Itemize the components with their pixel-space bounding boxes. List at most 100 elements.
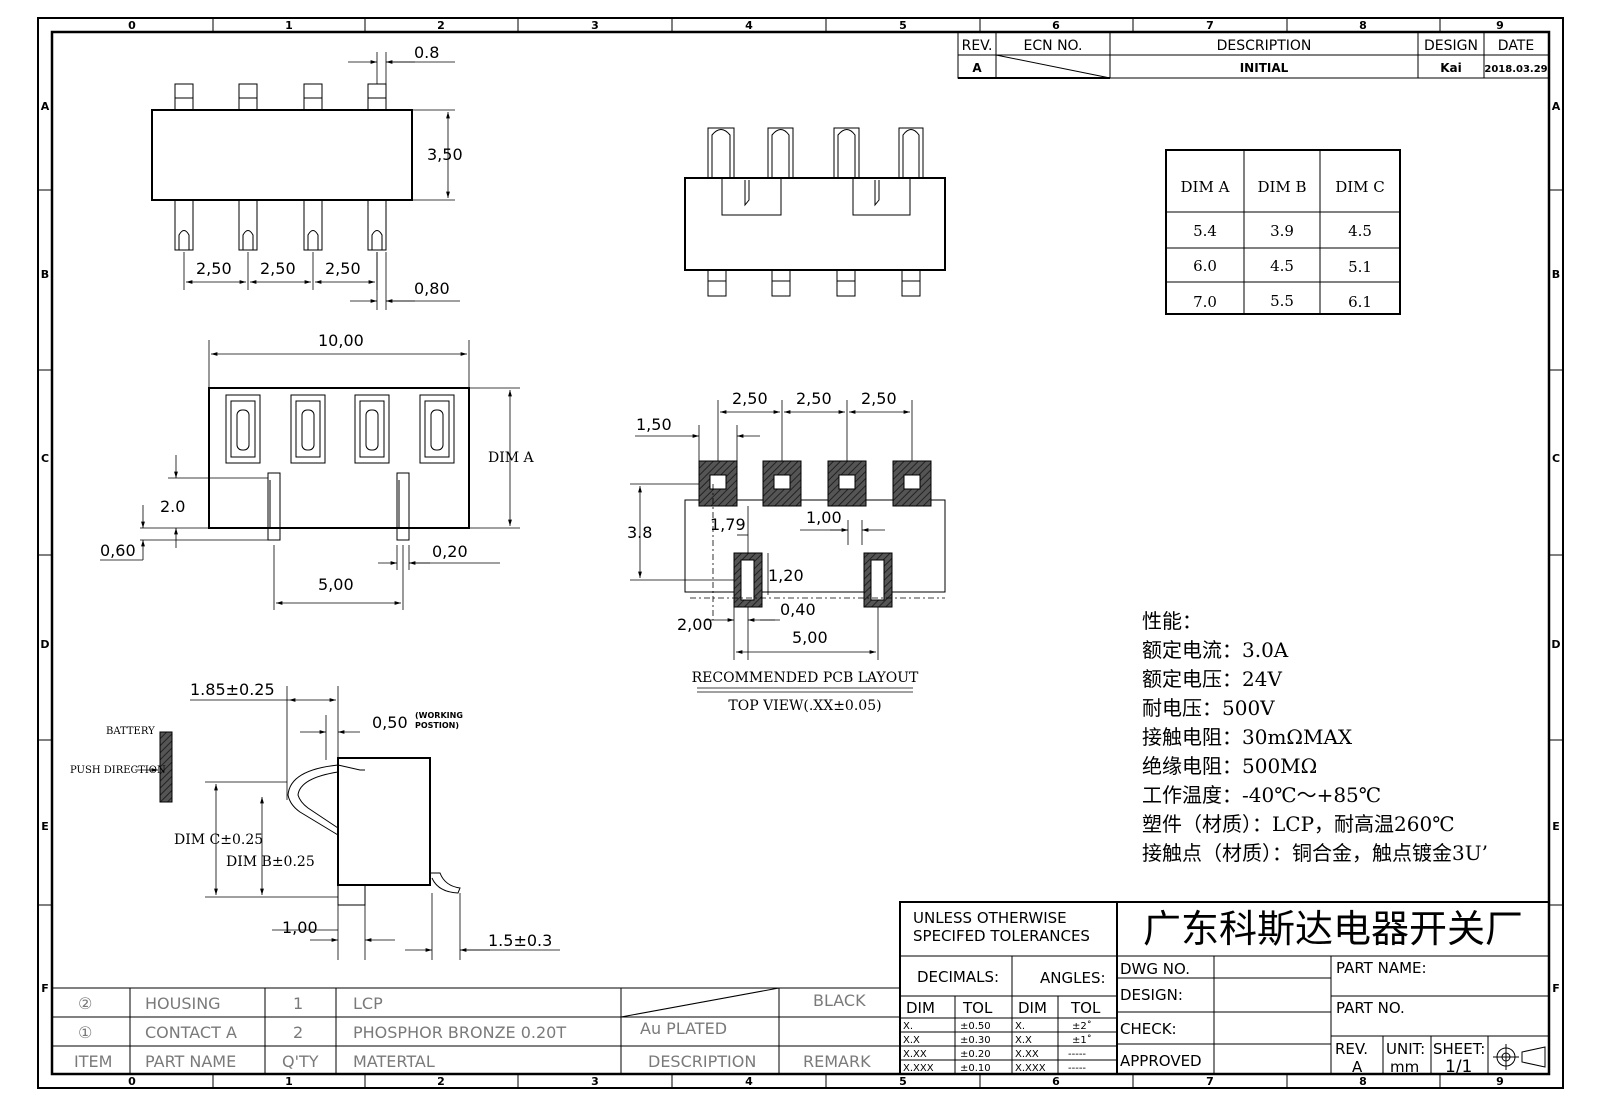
col-label-top-7: 7 <box>1206 19 1214 32</box>
tolerance-note: SPECIFED TOLERANCES <box>913 927 1090 945</box>
spec-line: 额定电压：24V <box>1142 667 1282 691</box>
tol-row-dim: X. <box>903 1021 913 1032</box>
col-label-top-9: 9 <box>1496 19 1504 32</box>
side-d2: 0,50 <box>372 713 408 732</box>
unit-value: mm <box>1390 1058 1419 1076</box>
pcb-pitch: 2,50 <box>732 389 768 408</box>
ecn-header: ECN NO. <box>1024 38 1083 54</box>
ang-dim-header: DIM <box>1018 999 1047 1017</box>
row-label-right-c: C <box>1552 452 1560 465</box>
ang-row-dim: X.XXX <box>1015 1063 1046 1074</box>
approved-label: APPROVED <box>1120 1052 1202 1070</box>
dim-table-cell: 5.1 <box>1348 258 1372 276</box>
description-value: INITIAL <box>1240 61 1289 75</box>
iso-view <box>684 127 946 297</box>
ang-row-val: ±2˚ <box>1072 1020 1092 1032</box>
bom-name: HOUSING <box>145 994 221 1013</box>
row-label-left-b: B <box>41 268 49 281</box>
bom-material: PHOSPHOR BRONZE 0.20T <box>353 1023 566 1042</box>
working-note: (WORKING <box>415 711 463 720</box>
row-label-left-d: D <box>40 638 49 651</box>
part-no-label: PART NO. <box>1336 999 1405 1017</box>
pcb-width: 1,00 <box>806 508 842 527</box>
bom-remark: BLACK <box>813 991 866 1010</box>
sheet-value: 1/1 <box>1445 1057 1472 1077</box>
sheet-border: 0 1 2 3 4 5 6 7 8 9 0 1 2 3 4 5 6 7 8 9 … <box>37 17 1564 1089</box>
bom-item: ② <box>78 994 92 1013</box>
tol-row-dim: X.XXX <box>903 1063 934 1074</box>
dim-height: 3,50 <box>427 145 463 164</box>
row-label-left-a: A <box>41 100 50 113</box>
pcb-caption: RECOMMENDED PCB LAYOUT <box>692 670 919 686</box>
rev-label: REV. <box>1335 1040 1368 1058</box>
spec-line: 塑件（材质）：LCP，耐高温260℃ <box>1142 812 1455 836</box>
row-label-right-d: D <box>1551 638 1560 651</box>
bom-qty: 1 <box>293 994 303 1013</box>
row-label-left-e: E <box>41 820 49 833</box>
sheet-label: SHEET: <box>1433 1040 1485 1058</box>
dim-pitch: 2,50 <box>196 259 232 278</box>
dim-h2: 0,60 <box>100 541 136 560</box>
col-label-bottom-1: 1 <box>285 1075 293 1088</box>
dim-table-cell: 7.0 <box>1193 293 1217 311</box>
pcb-gap: 1,79 <box>710 515 746 534</box>
col-label-bottom-5: 5 <box>899 1075 907 1088</box>
pcb-height: 3.8 <box>627 523 652 542</box>
pcb-view-caption: TOP VIEW(.XX±0.05) <box>728 698 881 714</box>
dim-table-header-b: DIM B <box>1257 178 1306 196</box>
bom-header-name: PART NAME <box>145 1052 236 1071</box>
bom-item: ① <box>78 1023 92 1042</box>
check-label: CHECK: <box>1120 1020 1177 1038</box>
specs-title: 性能： <box>1142 609 1202 633</box>
tol-row-val: ±0.10 <box>960 1063 991 1074</box>
bom-header-description: DESCRIPTION <box>648 1052 756 1071</box>
row-label-right-e: E <box>1552 820 1560 833</box>
col-label-top-3: 3 <box>591 19 599 32</box>
dim-a-label: DIM A <box>488 450 535 466</box>
tol-row-val: ±0.20 <box>960 1049 991 1060</box>
col-label-top-5: 5 <box>899 19 907 32</box>
dim-pin-gap: 0,80 <box>414 279 450 298</box>
spec-line: 额定电流：3.0A <box>1142 638 1289 662</box>
ang-row-val: ±1˚ <box>1072 1034 1092 1046</box>
ang-row-dim: X. <box>1015 1021 1025 1032</box>
battery-label: BATTERY <box>106 726 155 737</box>
dim-h1: 2.0 <box>160 497 185 516</box>
dim-table: DIM A DIM B DIM C 5.4 3.9 4.5 6.0 4.5 5.… <box>1165 149 1401 315</box>
description-header: DESCRIPTION <box>1217 38 1312 54</box>
dim-pitch: 2,50 <box>260 259 296 278</box>
tol-row-dim: X.XX <box>903 1049 927 1060</box>
spec-line: 耐电压：500V <box>1142 696 1275 720</box>
pcb-layout: 2,50 2,50 2,50 1,50 3.8 1,79 1,00 1,20 0… <box>627 389 946 714</box>
row-label-left-f: F <box>41 982 49 995</box>
angles-label: ANGLES: <box>1040 969 1106 987</box>
dim-pin-width: 0.8 <box>414 43 439 62</box>
pcb-pitch: 2,50 <box>861 389 897 408</box>
working-note: POSTION) <box>415 721 459 730</box>
bom-header-material: MATERTAL <box>353 1052 435 1071</box>
tol-row-val: ±0.30 <box>960 1035 991 1046</box>
col-label-top-4: 4 <box>745 19 753 32</box>
dim-b-label: DIM B±0.25 <box>226 854 315 870</box>
ang-row-dim: X.XX <box>1015 1049 1039 1060</box>
dim-table-cell: 5.4 <box>1193 222 1217 240</box>
company-name: 广东科斯达电器开关厂 <box>1143 907 1523 951</box>
side-view: 1.85±0.25 0,50 1,00 1.5±0.3 (WORKING POS… <box>70 680 560 960</box>
tolerance-note: UNLESS OTHERWISE <box>913 909 1067 927</box>
title-block: UNLESS OTHERWISE SPECIFED TOLERANCES DEC… <box>899 901 1550 1077</box>
rev-value: A <box>1352 1058 1363 1076</box>
pcb-slot-w: 0,40 <box>780 600 816 619</box>
col-label-bottom-8: 8 <box>1359 1075 1367 1088</box>
tol-row-dim: X.X <box>903 1035 920 1046</box>
col-label-top-8: 8 <box>1359 19 1367 32</box>
dim-table-cell: 6.1 <box>1348 293 1372 311</box>
side-d4: 1.5±0.3 <box>488 931 552 950</box>
dim-table-cell: 3.9 <box>1270 222 1294 240</box>
col-label-top-1: 1 <box>285 19 293 32</box>
pcb-offset: 2,00 <box>677 615 713 634</box>
dim-small: 0,20 <box>432 542 468 561</box>
col-label-bottom-3: 3 <box>591 1075 599 1088</box>
bom-header-qty: Q'TY <box>282 1052 319 1071</box>
dim-c-label: DIM C±0.25 <box>174 832 263 848</box>
col-label-bottom-4: 4 <box>745 1075 753 1088</box>
